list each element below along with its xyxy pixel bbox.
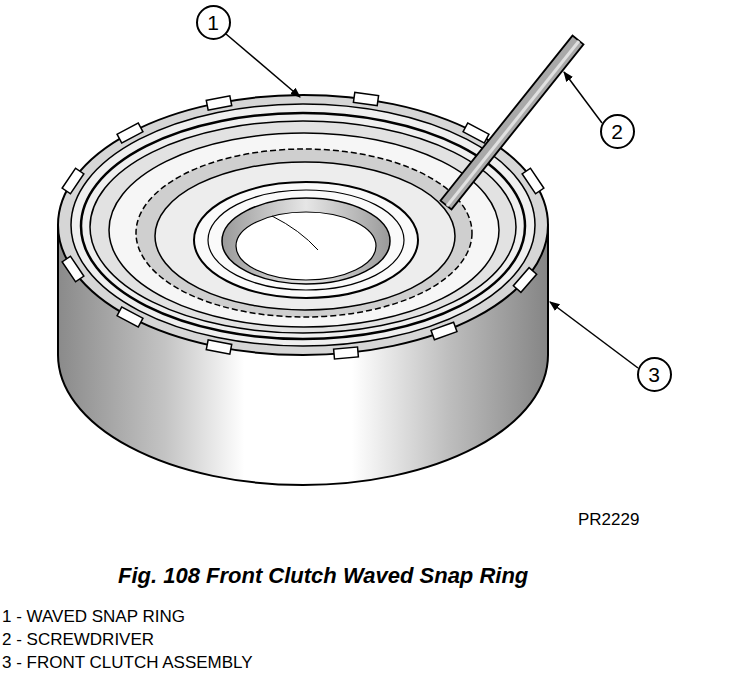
drum-rim (58, 95, 548, 355)
hub-bore (222, 198, 390, 284)
part-legend-item: 1 - WAVED SNAP RING (2, 607, 185, 627)
part-name: 2 - SCREWDRIVER (2, 630, 154, 649)
drum-rim-inner (71, 104, 535, 346)
callout-number: 3 (648, 364, 660, 385)
callout-circle: 1 (196, 5, 231, 40)
rim-tab (522, 168, 544, 193)
rim-tab (206, 340, 231, 354)
callout-circle: 2 (600, 114, 635, 149)
caption-text: Fig. 108 Front Clutch Waved Snap Ring (118, 563, 528, 588)
leader-line (226, 34, 300, 97)
rim-tabs (62, 92, 544, 359)
snap-ring-inner (90, 121, 516, 333)
bore-edge (272, 216, 318, 250)
callout-number: 2 (611, 121, 623, 142)
clutch-disc-teeth (136, 149, 472, 317)
part-legend-item: 3 - FRONT CLUTCH ASSEMBLY (2, 653, 253, 673)
callout-circle: 3 (637, 357, 672, 392)
hub-seal (208, 190, 404, 290)
part-name: 3 - FRONT CLUTCH ASSEMBLY (2, 653, 253, 672)
rim-tab (206, 96, 231, 110)
clutch-disc (155, 162, 455, 310)
figure-code: PR2229 (578, 510, 639, 530)
callout-number: 1 (207, 12, 219, 33)
snap-ring-outer (81, 113, 525, 339)
rim-tab (62, 168, 84, 193)
bore-opening (236, 212, 376, 280)
rim-tab (62, 256, 84, 281)
rim-tab (117, 307, 143, 327)
screwdriver-highlight (447, 41, 579, 206)
rim-tab (463, 123, 489, 143)
screwdriver-shaft (441, 36, 584, 210)
part-legend-item: 2 - SCREWDRIVER (2, 630, 154, 650)
pressure-plate (109, 133, 499, 327)
leader-line (550, 302, 638, 368)
leader-line (564, 72, 602, 123)
figure-code: PR2229 (578, 510, 639, 529)
rim-tab (334, 347, 359, 359)
hub-outer (194, 182, 418, 298)
rim-tab (431, 322, 457, 340)
rim-tab (353, 92, 378, 105)
rim-tab (513, 268, 536, 293)
rim-tab (117, 123, 143, 143)
part-name: 1 - WAVED SNAP RING (2, 607, 185, 626)
figure-caption: Fig. 108 Front Clutch Waved Snap Ring (118, 563, 528, 589)
